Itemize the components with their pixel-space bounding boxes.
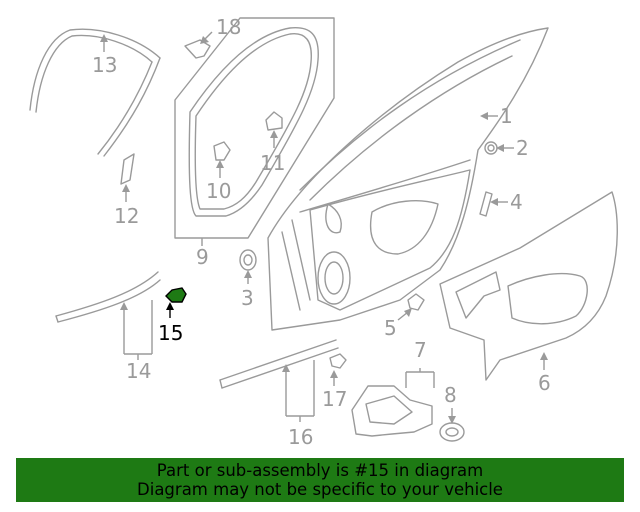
callout-7: 7: [414, 338, 427, 362]
callout-3: 3: [241, 286, 254, 310]
callout-8: 8: [444, 383, 457, 407]
info-banner: Part or sub-assembly is #15 in diagram D…: [16, 458, 624, 502]
leaders: [100, 31, 548, 424]
part-16-lower-molding: [219, 339, 339, 389]
part-10-clip: [213, 141, 231, 161]
callout-14: 14: [126, 359, 151, 383]
part-4-pad: [479, 191, 493, 217]
banner-line-1: Part or sub-assembly is #15 in diagram: [156, 461, 484, 480]
callout-17: 17: [322, 387, 347, 411]
callout-10: 10: [206, 179, 231, 203]
part-6-water-shield: [439, 191, 618, 381]
part-2-plug: [484, 141, 498, 155]
callout-2: 2: [516, 136, 529, 160]
callout-18: 18: [216, 15, 241, 39]
part-11-clip: [265, 111, 283, 131]
callout-13: 13: [92, 53, 117, 77]
callout-5: 5: [384, 316, 397, 340]
callout-1: 1: [500, 104, 513, 128]
part-15-clip-highlighted[interactable]: [165, 287, 187, 303]
banner-line-2: Diagram may not be specific to your vehi…: [137, 480, 503, 499]
part-9-weatherstrip: [174, 17, 335, 239]
part-8-motor: [439, 422, 465, 442]
callout-12: 12: [114, 204, 139, 228]
part-14-belt-molding: [55, 271, 161, 323]
part-5-clip: [407, 293, 425, 311]
part-13-run-channel: [29, 28, 161, 157]
part-18-clip: [184, 39, 211, 59]
part-3-grommet: [239, 249, 257, 271]
callout-9: 9: [196, 245, 209, 269]
callout-4: 4: [510, 190, 523, 214]
callout-16: 16: [288, 425, 313, 449]
callout-11: 11: [260, 151, 285, 175]
part-12-clip: [120, 153, 135, 185]
part-7-regulator: [351, 385, 433, 437]
part-17-clip: [329, 353, 347, 369]
callout-15[interactable]: 15: [158, 321, 183, 345]
part-1-door-shell: [267, 27, 549, 331]
callout-6: 6: [538, 371, 551, 395]
